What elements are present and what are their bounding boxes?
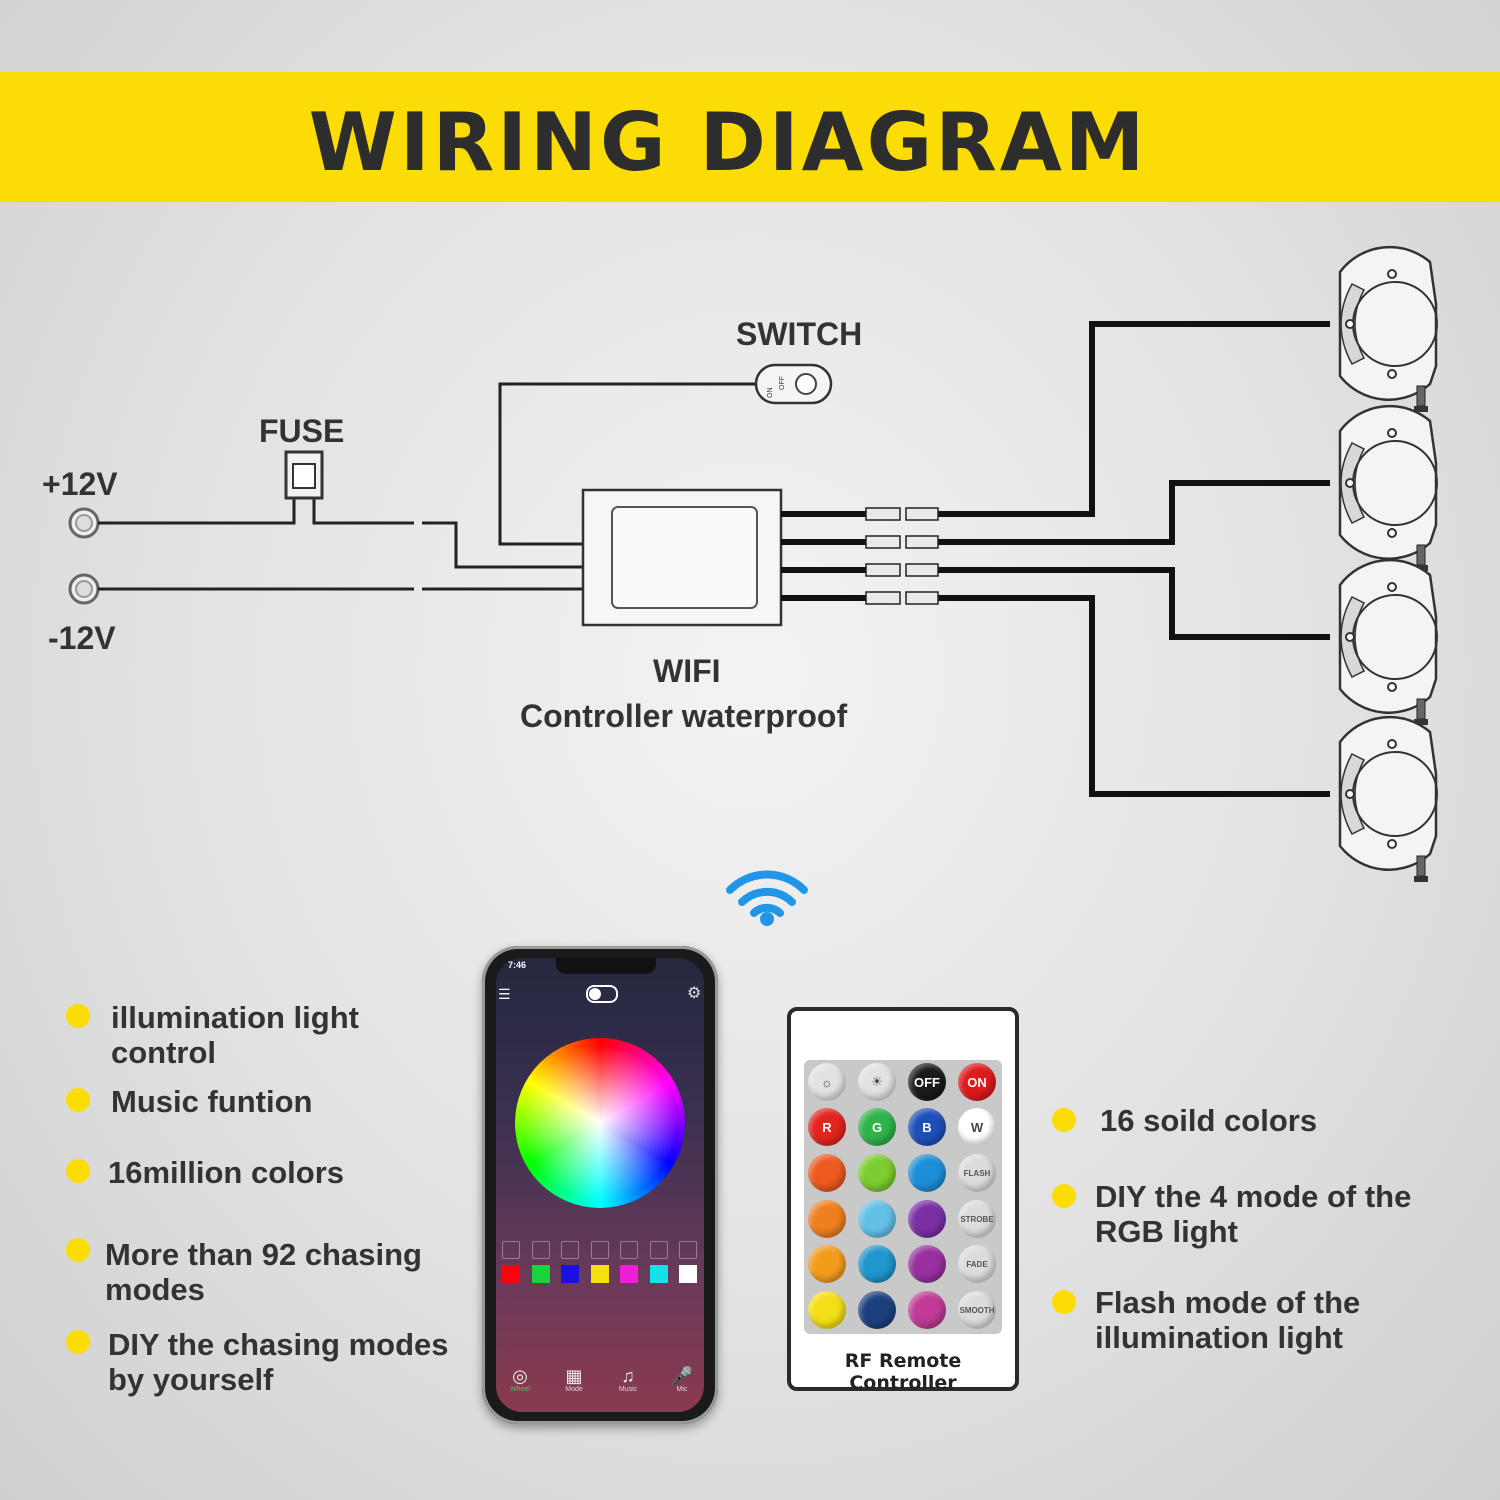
color-button[interactable] (808, 1245, 846, 1283)
wifi-controller-box (581, 488, 783, 627)
feature-bullet (1052, 1290, 1076, 1314)
color-button[interactable] (908, 1291, 946, 1329)
blue-button[interactable]: B (908, 1108, 946, 1146)
flash-button[interactable]: FLASH (958, 1154, 996, 1192)
smooth-button[interactable]: SMOOTH (958, 1291, 996, 1329)
empty-swatch-slot[interactable] (649, 1241, 668, 1259)
color-swatch[interactable] (679, 1265, 697, 1283)
empty-swatch-slot[interactable] (620, 1241, 638, 1259)
feature-bullet (66, 1330, 90, 1354)
title-banner (0, 72, 1500, 202)
wifi-label: WIFI (653, 653, 721, 689)
white-button[interactable]: W (958, 1108, 996, 1146)
switch-on-label: ON (767, 388, 774, 399)
wifi-icon (726, 870, 808, 926)
plus-terminal-icon (68, 507, 100, 539)
color-wheel[interactable] (515, 1038, 685, 1208)
menu-icon[interactable]: ☰ (498, 986, 511, 1002)
color-swatch[interactable] (502, 1265, 520, 1283)
switch-wire (498, 382, 757, 546)
power-toggle[interactable] (586, 985, 618, 1003)
empty-swatch-slot[interactable] (590, 1241, 609, 1259)
controller-label: Controller waterproof (520, 698, 848, 734)
switch-off-label: OFF (779, 376, 786, 390)
on-button[interactable]: ON (958, 1063, 996, 1101)
color-button[interactable] (858, 1154, 896, 1192)
feature-music: Music funtion (111, 1084, 313, 1119)
fuse-label: FUSE (259, 413, 345, 449)
strobe-button[interactable]: STROBE (958, 1200, 996, 1238)
color-button[interactable] (808, 1154, 846, 1192)
page-title: WIRING DIAGRAM (308, 96, 1148, 189)
nav-label-mic: Mic (676, 1386, 688, 1393)
mic-icon[interactable]: 🎤 (670, 1366, 694, 1386)
fuse-icon (284, 450, 324, 500)
feature-bullet (66, 1004, 90, 1028)
color-swatch[interactable] (531, 1265, 550, 1283)
red-button[interactable]: R (808, 1108, 846, 1146)
color-button[interactable] (908, 1245, 946, 1283)
mode-icon[interactable]: ▦ (565, 1366, 583, 1386)
switch-label: SWITCH (736, 316, 863, 352)
empty-swatch-slot[interactable] (561, 1241, 579, 1259)
brightness-up-button[interactable]: ☀ (858, 1063, 896, 1101)
phone-notch (556, 958, 656, 974)
feature-colors: 16million colors (108, 1155, 345, 1190)
empty-swatch-slot[interactable] (531, 1241, 550, 1259)
empty-swatch-slot[interactable] (679, 1241, 697, 1259)
settings-gear-icon[interactable]: ⚙ (687, 985, 702, 1002)
feature-bullet (1052, 1108, 1076, 1132)
plus-12v-label: +12V (42, 466, 118, 502)
color-button[interactable] (908, 1154, 946, 1192)
minus-terminal-icon (68, 573, 100, 605)
remote-button-panel (804, 1060, 1002, 1334)
rock-light-icon (1338, 558, 1438, 725)
brightness-down-button[interactable]: ☼ (808, 1063, 846, 1101)
color-swatch[interactable] (590, 1265, 609, 1283)
nav-label-music: Music (618, 1386, 638, 1393)
color-button[interactable] (858, 1291, 896, 1329)
rock-light-icon (1338, 245, 1438, 412)
wheel-icon[interactable]: ◎ (512, 1366, 528, 1386)
positive-wire (98, 498, 583, 569)
rock-light-icon (1338, 404, 1438, 571)
green-button[interactable]: G (858, 1108, 896, 1146)
color-button[interactable] (908, 1200, 946, 1238)
color-button[interactable] (808, 1291, 846, 1329)
feature-bullet (66, 1159, 90, 1183)
fade-button[interactable]: FADE (958, 1245, 996, 1283)
remote-label: RF Remote Controller (844, 1350, 962, 1394)
color-button[interactable] (858, 1200, 896, 1238)
color-swatch[interactable] (561, 1265, 579, 1283)
empty-swatch-slot[interactable] (502, 1241, 520, 1259)
minus-12v-label: -12V (48, 620, 116, 656)
color-button[interactable] (858, 1245, 896, 1283)
nav-label-wheel: Wheel (510, 1386, 530, 1393)
feature-solid-colors: 16 soild colors (1100, 1103, 1318, 1138)
off-button[interactable]: OFF (908, 1063, 946, 1101)
feature-bullet (66, 1238, 90, 1262)
color-button[interactable] (808, 1200, 846, 1238)
phone-time: 7:46 (508, 960, 527, 970)
output-wires (781, 321, 1330, 797)
music-icon[interactable]: ♫ (621, 1366, 635, 1386)
color-swatch[interactable] (649, 1265, 668, 1283)
nav-label-mode: Mode (565, 1386, 583, 1393)
feature-bullet (1052, 1184, 1076, 1208)
switch-icon: ON OFF (754, 363, 833, 405)
rock-light-icon (1338, 715, 1438, 882)
feature-bullet (66, 1088, 90, 1112)
color-swatch[interactable] (620, 1265, 638, 1283)
wire-connectors (865, 507, 939, 605)
